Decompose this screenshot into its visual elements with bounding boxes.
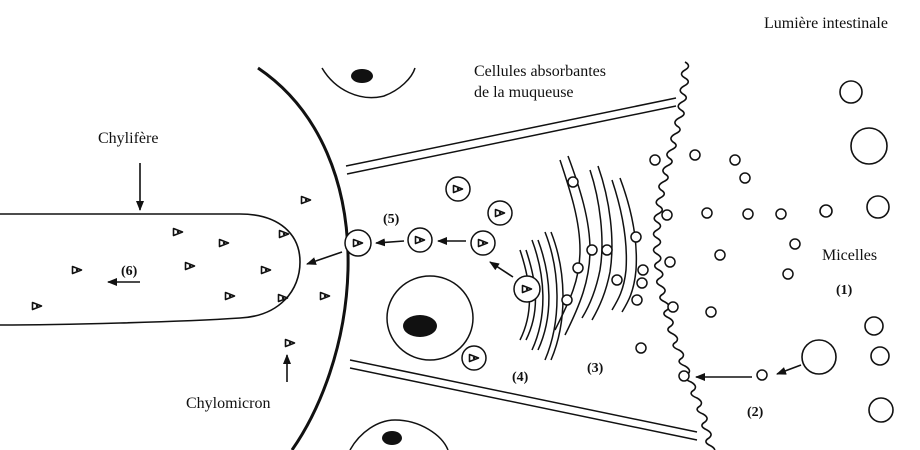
vesicle-arrow-3 bbox=[490, 262, 513, 277]
micelles-label: Micelles bbox=[822, 247, 877, 264]
step-4-label: (4) bbox=[512, 370, 529, 385]
micelle-arrow bbox=[777, 365, 801, 374]
chylifere-label: Chylifère bbox=[98, 130, 158, 147]
exocytosis-arrow bbox=[307, 252, 342, 264]
basement-membrane bbox=[258, 68, 348, 450]
cells-label-line2: de la muqueuse bbox=[474, 84, 574, 101]
vesicle-arrow-1 bbox=[376, 241, 404, 243]
step-3-label: (3) bbox=[587, 361, 604, 376]
step-6-label: (6) bbox=[121, 264, 138, 279]
step-5-label: (5) bbox=[383, 212, 400, 227]
golgi-apparatus bbox=[520, 156, 636, 360]
cells-label-line1: Cellules absorbantes bbox=[474, 63, 606, 80]
upper-cell bbox=[322, 68, 415, 98]
step-1-label: (1) bbox=[836, 283, 853, 298]
microvilli-brush-border bbox=[654, 62, 715, 450]
chylomicron-label: Chylomicron bbox=[186, 395, 270, 412]
lower-cell-nucleus bbox=[382, 431, 402, 445]
upper-cell-nucleus bbox=[351, 69, 373, 83]
lacteal bbox=[0, 214, 300, 325]
lower-cell bbox=[350, 420, 448, 450]
lumen-label: Lumière intestinale bbox=[764, 15, 888, 32]
chylomicron-vesicles bbox=[345, 177, 540, 370]
step-2-label: (2) bbox=[747, 405, 764, 420]
lipid-droplets bbox=[562, 150, 800, 381]
cell-nucleus bbox=[387, 276, 473, 360]
